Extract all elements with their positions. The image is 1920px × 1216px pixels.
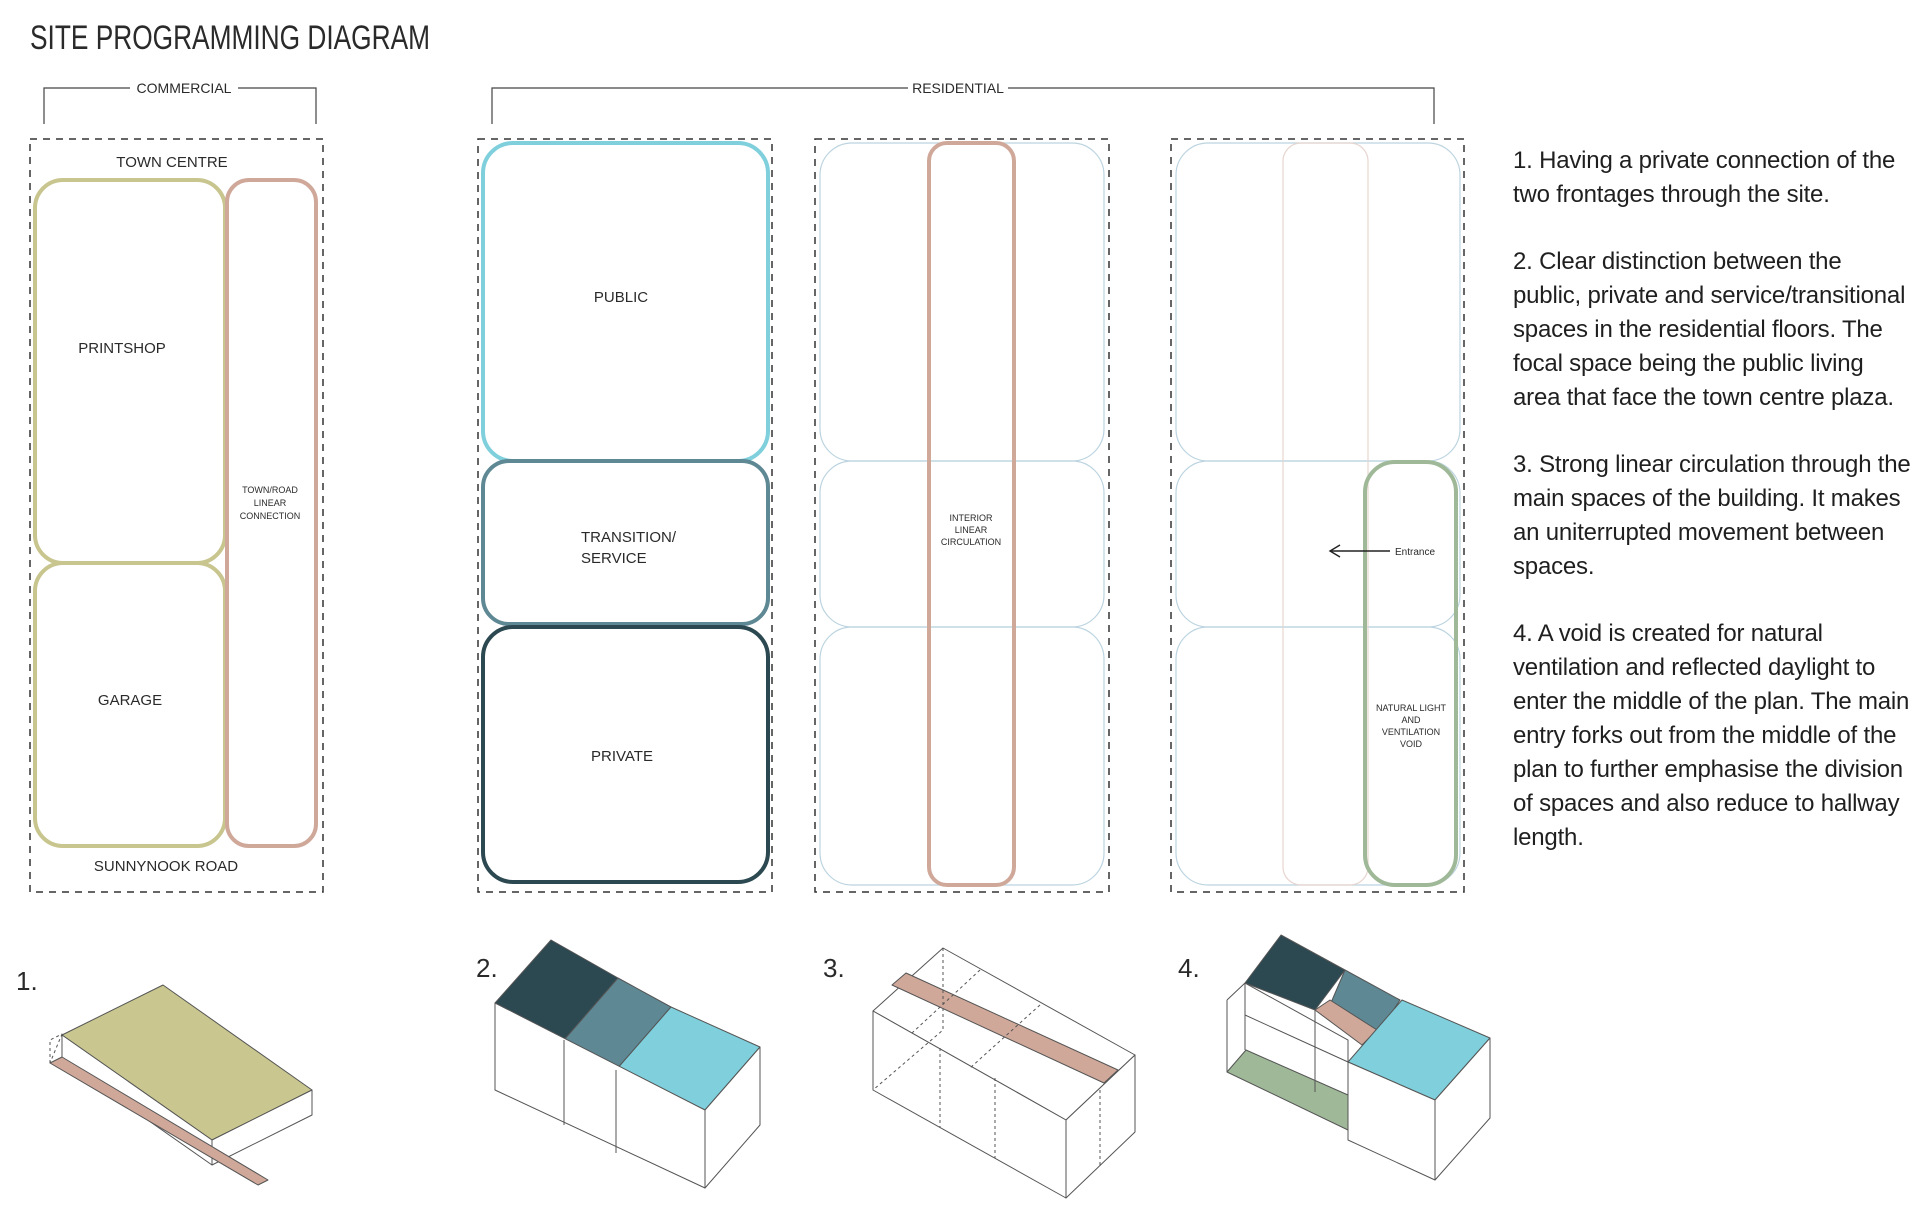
- transition-label-1: TRANSITION/: [581, 529, 677, 546]
- sunnynook-road-label: SUNNYNOOK ROAD: [94, 858, 238, 875]
- circulation-label-1: INTERIOR: [949, 513, 993, 523]
- notes-panel: 1. Having a private connection of the tw…: [1513, 144, 1913, 888]
- note-2: 2. Clear distinction between the public,…: [1513, 248, 1906, 411]
- void-zone: [1363, 460, 1458, 887]
- transition-label-2: SERVICE: [581, 550, 647, 567]
- linear-connection-zone: [225, 178, 318, 848]
- connection-label-1: TOWN/ROAD: [242, 485, 298, 495]
- entrance-label: Entrance: [1395, 547, 1435, 558]
- transition-zone: [481, 459, 770, 626]
- axo-model-2: [494, 939, 761, 1189]
- site-boundary: [1170, 138, 1465, 893]
- note-4: 4. A void is created for natural ventila…: [1513, 620, 1910, 851]
- connection-label-2: LINEAR: [254, 498, 287, 508]
- axo-model-3: [872, 947, 1136, 1199]
- private-zone: [481, 625, 770, 884]
- town-centre-label: TOWN CENTRE: [116, 154, 227, 171]
- private-label: PRIVATE: [591, 748, 653, 765]
- page-title: SITE PROGRAMMING DIAGRAM: [30, 19, 430, 57]
- plan-commercial: TOWN CENTRE PRINTSHOP GARAGE TOWN/ROAD L…: [29, 138, 324, 893]
- plan-zoning: PUBLIC TRANSITION/ SERVICE PRIVATE: [477, 138, 773, 893]
- axo-number-2: 2.: [476, 953, 498, 983]
- plan-void: Entrance NATURAL LIGHT AND VENTILATION V…: [1170, 138, 1465, 893]
- note-3: 3. Strong linear circulation through the…: [1513, 451, 1911, 580]
- interior-circulation-zone: [927, 141, 1016, 887]
- connection-label-3: CONNECTION: [240, 511, 301, 521]
- public-label: PUBLIC: [594, 289, 648, 306]
- axo-number-1: 1.: [16, 966, 38, 996]
- site-boundary: [814, 138, 1110, 893]
- residential-label: RESIDENTIAL: [912, 80, 1004, 96]
- circulation-label-2: LINEAR: [955, 525, 988, 535]
- void-label-4: VOID: [1400, 739, 1423, 749]
- axo-number-4: 4.: [1178, 953, 1200, 983]
- axo-model-4: [1226, 934, 1491, 1181]
- site-boundary: [29, 138, 324, 893]
- site-boundary: [477, 138, 773, 893]
- entrance-arrow: [1328, 544, 1390, 558]
- axo-model-1: [49, 984, 313, 1186]
- axo-number-3: 3.: [823, 953, 845, 983]
- commercial-bracket: [43, 87, 317, 124]
- circulation-label-3: CIRCULATION: [941, 537, 1001, 547]
- commercial-label: COMMERCIAL: [137, 80, 232, 96]
- garage-label: GARAGE: [98, 692, 162, 709]
- plan-circulation: INTERIOR LINEAR CIRCULATION: [814, 138, 1110, 893]
- note-1: 1. Having a private connection of the tw…: [1513, 147, 1896, 208]
- printshop-zone: [33, 178, 227, 565]
- printshop-label: PRINTSHOP: [78, 340, 166, 357]
- void-label-1: NATURAL LIGHT: [1376, 703, 1447, 713]
- residential-bracket: [491, 87, 1435, 124]
- void-label-3: VENTILATION: [1382, 727, 1440, 737]
- void-label-2: AND: [1401, 715, 1421, 725]
